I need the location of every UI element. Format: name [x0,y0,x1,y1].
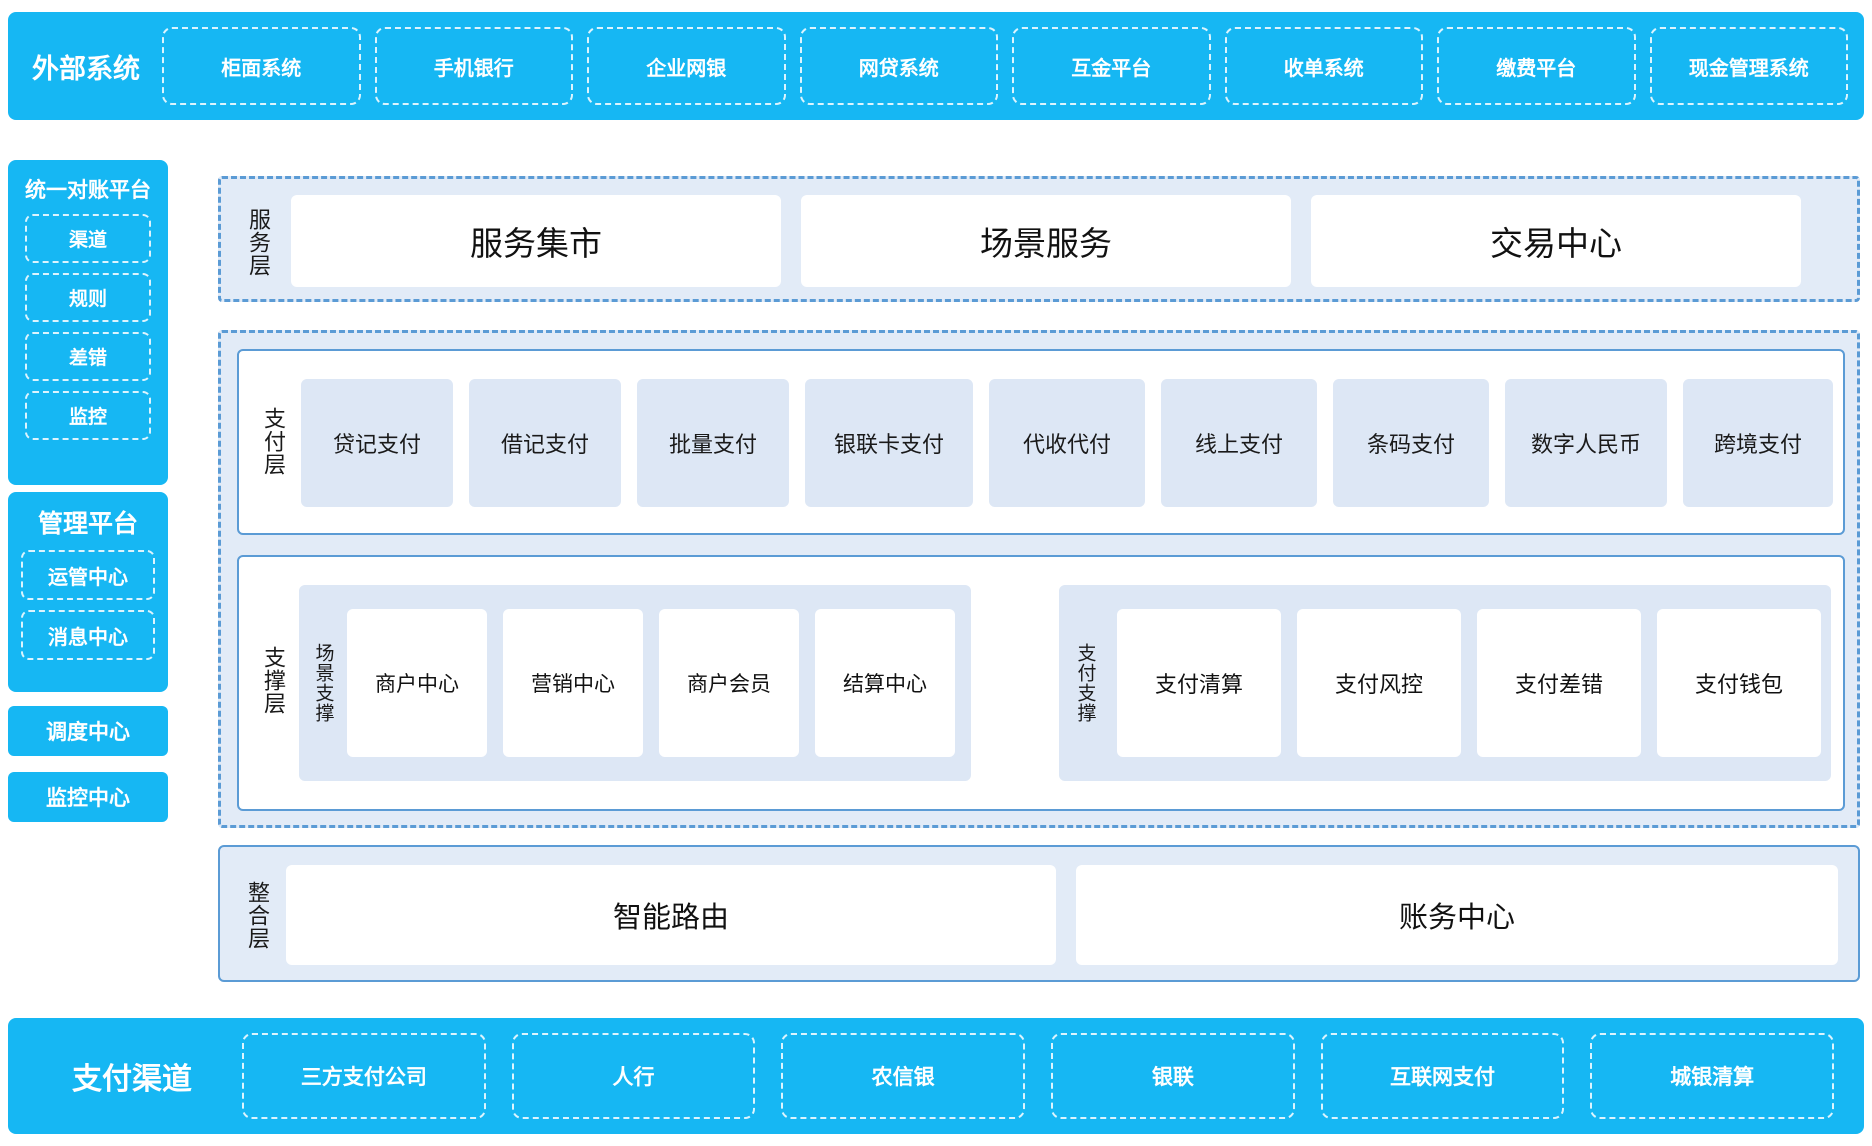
integration-card-accounting-center[interactable]: 账务中心 [1076,865,1838,965]
service-card-transaction-center[interactable]: 交易中心 [1311,195,1801,287]
scene-support-marketing-center[interactable]: 营销中心 [503,609,643,757]
integration-layer-box: 整合层 智能路由 账务中心 [218,845,1860,982]
external-systems-title: 外部系统 [32,53,140,84]
payment-support-error[interactable]: 支付差错 [1477,609,1641,757]
service-layer-label: 服务层 [246,207,271,277]
payment-item-online[interactable]: 线上支付 [1161,379,1317,507]
monitoring-center-pill[interactable]: 监控中心 [8,772,168,822]
payment-channels-bar: 支付渠道 三方支付公司 人行 农信银 银联 互联网支付 城银清算 [8,1018,1864,1134]
management-platform-title: 管理平台 [37,510,138,538]
external-system-chip[interactable]: 收单系统 [1224,27,1423,105]
payment-item-digital-rmb[interactable]: 数字人民币 [1505,379,1667,507]
external-system-chip[interactable]: 网贷系统 [799,27,998,105]
payment-item-cross-border[interactable]: 跨境支付 [1683,379,1833,507]
service-card-marketplace[interactable]: 服务集市 [291,195,781,287]
management-item-message-center[interactable]: 消息中心 [21,610,155,660]
reconciliation-item-channel[interactable]: 渠道 [25,214,151,263]
integration-layer-label: 整合层 [245,880,270,950]
management-platform-panel: 管理平台 运管中心 消息中心 [8,492,168,692]
external-system-chip[interactable]: 现金管理系统 [1649,27,1848,105]
payment-channel-chip[interactable]: 人行 [511,1033,756,1119]
external-system-chip[interactable]: 互金平台 [1012,27,1211,105]
payment-item-batch[interactable]: 批量支付 [637,379,789,507]
payment-channel-chip[interactable]: 银联 [1051,1033,1295,1119]
payment-item-unionpay-card[interactable]: 银联卡支付 [805,379,973,507]
service-layer-group: 服务层 服务集市 场景服务 交易中心 [218,176,1860,302]
external-system-chip[interactable]: 缴费平台 [1437,27,1636,105]
payment-support-wallet[interactable]: 支付钱包 [1657,609,1821,757]
reconciliation-item-error[interactable]: 差错 [25,332,151,381]
scene-support-merchant-member[interactable]: 商户会员 [659,609,799,757]
payment-support-band: 支付支撑 支付清算 支付风控 支付差错 支付钱包 [1059,585,1831,781]
external-system-chip[interactable]: 企业网银 [587,27,786,105]
payment-item-barcode[interactable]: 条码支付 [1333,379,1489,507]
payment-channel-chip[interactable]: 互联网支付 [1320,1033,1565,1119]
management-item-operations-center[interactable]: 运管中心 [21,550,155,600]
scene-support-band: 场景支撑 商户中心 营销中心 商户会员 结算中心 [299,585,971,781]
reconciliation-item-monitor[interactable]: 监控 [25,391,151,440]
payment-layer-label: 支付层 [261,406,286,476]
payment-layer-box: 支付层 贷记支付 借记支付 批量支付 银联卡支付 代收代付 线上支付 条码支付 … [237,349,1845,535]
payment-channel-chip[interactable]: 城银清算 [1590,1033,1835,1119]
scene-support-merchant-center[interactable]: 商户中心 [347,609,487,757]
reconciliation-platform-title: 统一对账平台 [25,179,151,202]
scene-support-label: 场景支撑 [312,643,334,723]
external-system-chip[interactable]: 柜面系统 [162,27,361,105]
reconciliation-platform-panel: 统一对账平台 渠道 规则 差错 监控 [8,160,168,485]
payment-channel-chip[interactable]: 农信银 [781,1033,1026,1119]
support-layer-box: 支撑层 场景支撑 商户中心 营销中心 商户会员 结算中心 支付支撑 支付清算 支… [237,555,1845,811]
payment-item-collection-payment[interactable]: 代收代付 [989,379,1145,507]
integration-card-smart-routing[interactable]: 智能路由 [286,865,1056,965]
external-system-chip[interactable]: 手机银行 [374,27,573,105]
service-card-scene-service[interactable]: 场景服务 [801,195,1291,287]
reconciliation-item-rule[interactable]: 规则 [25,273,151,322]
payment-support-risk-control[interactable]: 支付风控 [1297,609,1461,757]
payment-support-clearing[interactable]: 支付清算 [1117,609,1281,757]
core-platform-group: 支付层 贷记支付 借记支付 批量支付 银联卡支付 代收代付 线上支付 条码支付 … [218,330,1860,828]
payment-channel-chip[interactable]: 三方支付公司 [242,1033,486,1119]
scheduling-center-pill[interactable]: 调度中心 [8,706,168,756]
payment-item-credit[interactable]: 贷记支付 [301,379,453,507]
external-systems-bar: 外部系统 柜面系统 手机银行 企业网银 网贷系统 互金平台 收单系统 缴费平台 … [8,12,1864,120]
payment-item-debit[interactable]: 借记支付 [469,379,621,507]
support-layer-label: 支撑层 [261,645,286,715]
payment-channels-title: 支付渠道 [72,1063,192,1096]
scene-support-settlement-center[interactable]: 结算中心 [815,609,955,757]
payment-support-label: 支付支撑 [1074,643,1096,723]
